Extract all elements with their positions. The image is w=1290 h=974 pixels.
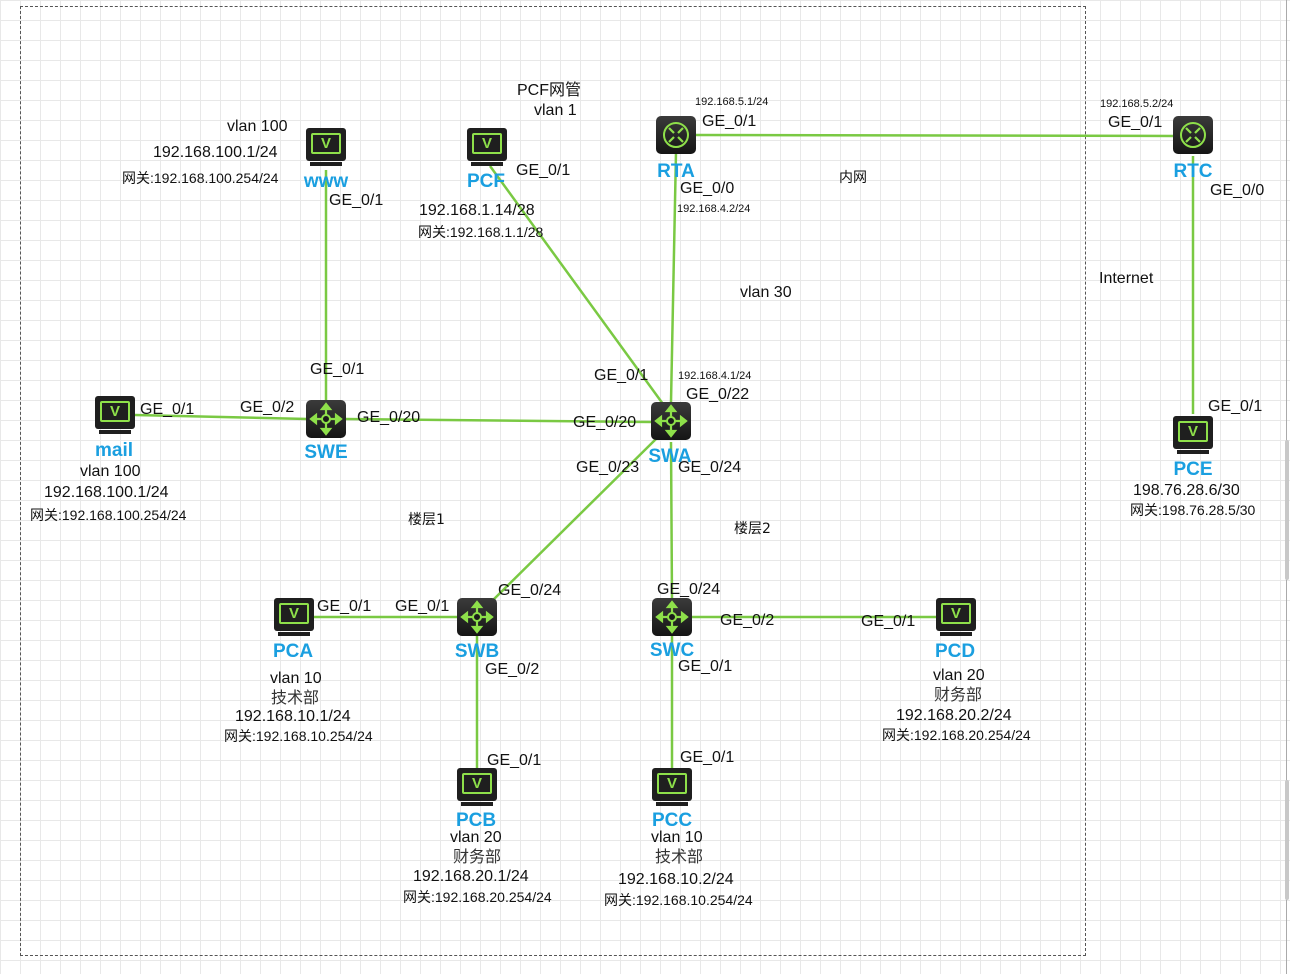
pcd-port-ge01: GE_0/1	[861, 613, 916, 630]
swa-ip: 192.168.4.1/24	[678, 370, 752, 382]
swc-port-ge024: GE_0/24	[657, 581, 721, 598]
network-area-boundary	[20, 6, 1086, 956]
www-port-ge01: GE_0/1	[329, 192, 384, 209]
pce-port-ge01: GE_0/1	[1208, 398, 1263, 415]
mail-port-ge01: GE_0/1	[140, 401, 195, 418]
swa-name: SWA	[648, 446, 692, 467]
link-swa-swc	[669, 441, 674, 601]
pcb-ip: 192.168.20.1/24	[413, 868, 529, 885]
zone-internet-label: Internet	[1099, 270, 1154, 287]
pcc-name: PCC	[651, 810, 693, 831]
swc-port-ge01: GE_0/1	[678, 658, 733, 675]
pca-dept: 技术部	[271, 688, 320, 707]
pce-gateway: 网关:198.76.28.5/30	[1130, 502, 1256, 518]
link-rta-swa	[669, 151, 678, 403]
zone-intranet-label: 内网	[839, 170, 867, 186]
pcc-ip: 192.168.10.2/24	[618, 871, 734, 888]
pcc-dept: 技术部	[655, 847, 704, 866]
rtc-port-ge01: GE_0/1	[1108, 114, 1163, 131]
swa-port-ge022: GE_0/22	[686, 386, 750, 403]
rtc-name: RTC	[1173, 161, 1213, 182]
mail-name: mail	[94, 440, 134, 461]
pcb-dept: 财务部	[453, 847, 502, 866]
www-ip: 192.168.100.1/24	[153, 144, 278, 161]
zone-floor1-label: 楼层1	[408, 512, 445, 528]
swa-port-ge024: GE_0/24	[678, 459, 742, 476]
www-gateway: 网关:192.168.100.254/24	[122, 170, 279, 186]
pcd-vlan: vlan 20	[933, 667, 985, 684]
pcf-title: PCF网管	[517, 82, 582, 99]
swa-port-ge020: GE_0/20	[573, 414, 637, 431]
swe-port-ge01: GE_0/1	[310, 361, 365, 378]
zone-vlan30-label: vlan 30	[740, 284, 792, 301]
rta-port-ge01: GE_0/1	[702, 113, 757, 130]
pcf-vlan: vlan 1	[534, 102, 577, 119]
pcb-vlan: vlan 20	[450, 829, 502, 846]
rtc-ge01-ip: 192.168.5.2/24	[1100, 98, 1174, 110]
swc-port-ge02: GE_0/2	[720, 612, 775, 629]
pcb-name: PCB	[455, 810, 497, 831]
swc-name: SWC	[649, 640, 695, 661]
www-name: www	[303, 171, 349, 192]
swe-name: SWE	[304, 442, 348, 463]
pcb-gateway: 网关:192.168.20.254/24	[403, 889, 552, 905]
pcd-name: PCD	[934, 641, 976, 662]
pca-vlan: vlan 10	[270, 670, 322, 687]
mail-gateway: 网关:192.168.100.254/24	[30, 507, 187, 523]
pca-port-ge01: GE_0/1	[317, 598, 372, 615]
mail-ip: 192.168.100.1/24	[44, 484, 169, 501]
pcd-dept: 财务部	[934, 685, 983, 704]
pcc-port-ge01: GE_0/1	[680, 749, 735, 766]
pcd-ip: 192.168.20.2/24	[896, 707, 1012, 724]
pcf-port-ge01: GE_0/1	[516, 162, 571, 179]
swa-port-ge01: GE_0/1	[594, 367, 649, 384]
rtc-port-ge00: GE_0/0	[1210, 182, 1265, 199]
link-mail-swe	[134, 413, 309, 421]
pcd-gateway: 网关:192.168.20.254/24	[882, 727, 1031, 743]
swe-port-ge02: GE_0/2	[240, 399, 295, 416]
swa-port-ge023: GE_0/23	[576, 459, 640, 476]
rta-port-ge00: GE_0/0	[680, 180, 735, 197]
www-vlan: vlan 100	[227, 118, 288, 135]
pcf-ip: 192.168.1.14/28	[419, 202, 535, 219]
pcf-name: PCF	[467, 171, 505, 192]
link-swa-swb	[489, 437, 658, 604]
rta-ge00-ip: 192.168.4.2/24	[677, 203, 751, 215]
swb-port-ge02: GE_0/2	[485, 661, 540, 678]
swe-port-ge020: GE_0/20	[357, 409, 421, 426]
swb-port-ge024: GE_0/24	[498, 582, 562, 599]
rta-name: RTA	[657, 161, 695, 182]
pce-name: PCE	[1173, 459, 1213, 480]
zone-floor2-label: 楼层2	[734, 521, 771, 537]
swb-port-ge01: GE_0/1	[395, 598, 450, 615]
pce-ip: 198.76.28.6/30	[1133, 482, 1240, 499]
pca-name: PCA	[272, 641, 314, 662]
scrollbar-thumb[interactable]	[1285, 440, 1289, 580]
swb-name: SWB	[454, 641, 500, 662]
mail-vlan: vlan 100	[80, 463, 141, 480]
scrollbar-thumb-lower[interactable]	[1285, 780, 1289, 900]
pca-ip: 192.168.10.1/24	[235, 708, 351, 725]
pcc-gateway: 网关:192.168.10.254/24	[604, 892, 753, 908]
pca-gateway: 网关:192.168.10.254/24	[224, 728, 373, 744]
link-swe-swa	[344, 417, 653, 424]
pcb-port-ge01: GE_0/1	[487, 752, 542, 769]
link-pcf-swa	[488, 165, 665, 405]
pcf-gateway: 网关:192.168.1.1/28	[418, 224, 544, 240]
link-rta-rtc	[694, 133, 1176, 138]
rta-ge01-ip: 192.168.5.1/24	[695, 96, 769, 108]
pcc-vlan: vlan 10	[651, 829, 703, 846]
